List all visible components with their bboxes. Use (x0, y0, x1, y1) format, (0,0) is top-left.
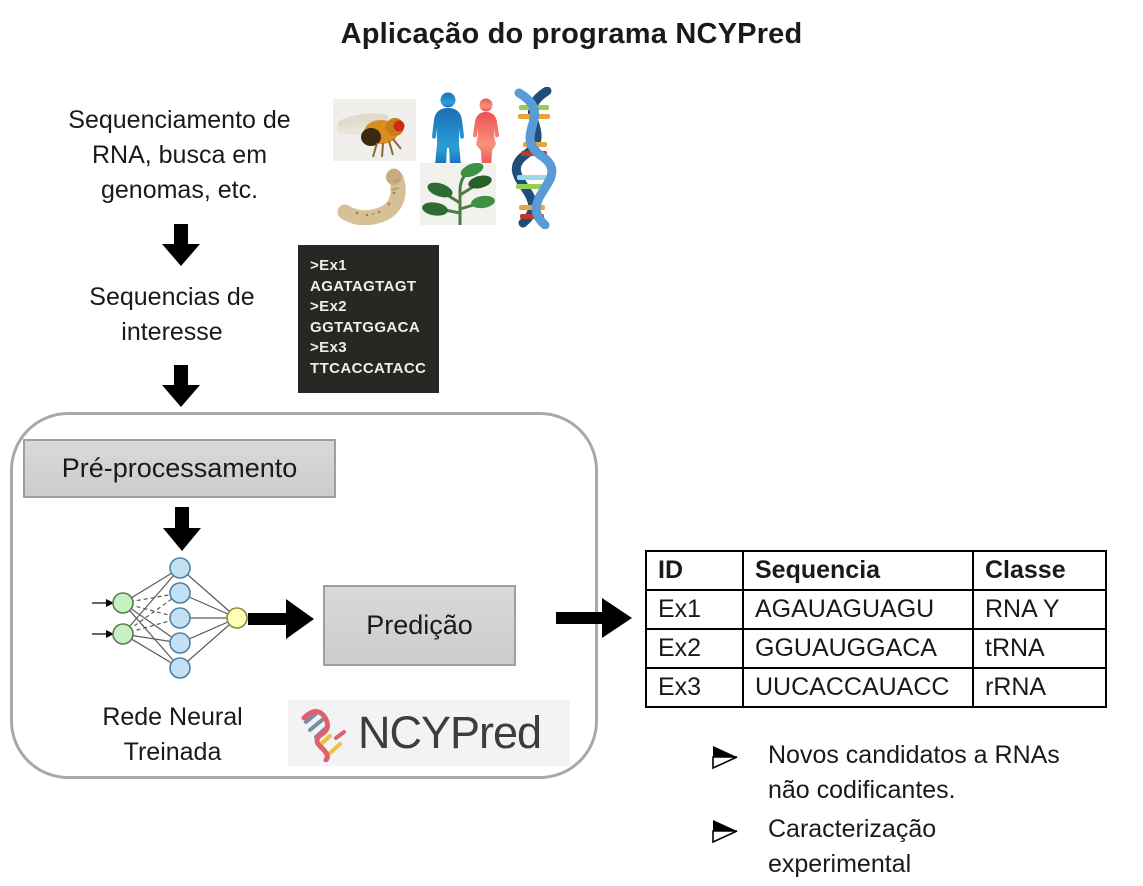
cell-id: Ex1 (645, 589, 744, 630)
cell-id: Ex3 (645, 667, 744, 708)
arrow-down-icon (162, 224, 200, 266)
cell-sequence: GGUAUGGACA (742, 628, 974, 669)
page-title: Aplicação do programa NCYPred (340, 18, 803, 50)
cell-class: RNA Y (972, 589, 1107, 630)
header-sequencia: Sequencia (742, 550, 974, 591)
interest-label: Sequencias de interesse (89, 283, 255, 346)
nn-label: Rede Neural Treinada (102, 703, 243, 766)
header-classe: Classe (972, 550, 1107, 591)
arrow-right-icon (248, 599, 314, 639)
pipeline-container (10, 412, 598, 779)
preprocess-box: Pré-processamento (23, 439, 336, 498)
cell-sequence: UUCACCAUACC (742, 667, 974, 708)
header-id: ID (645, 550, 744, 591)
sequencing-source-label: Sequenciamento de RNA, busca em genomas,… (68, 106, 291, 204)
arrow-down-icon (162, 365, 200, 407)
table-row: Ex1 AGAUAGUAGU RNA Y (645, 589, 1107, 630)
arrowhead-bullet-icon (712, 820, 738, 843)
prediction-label: Predição (366, 610, 473, 640)
fruit-fly-icon (333, 99, 416, 161)
cell-sequence: AGAUAGUAGU (742, 589, 974, 630)
table-header-row: ID Sequencia Classe (645, 550, 1107, 591)
bullet-list: Novos candidatos a RNAs não codificantes… (700, 738, 1100, 886)
ncypred-logo: NCYPred (288, 700, 570, 766)
preprocess-label: Pré-processamento (61, 453, 298, 483)
arrow-right-icon (556, 598, 632, 638)
dna-helix-icon (512, 87, 557, 229)
logo-text: NCYPred (358, 707, 542, 758)
bullet-text: Novos candidatos a RNAs não codificantes… (768, 741, 1060, 804)
larva-icon (337, 168, 406, 225)
rna-squiggle-icon (301, 709, 346, 762)
cell-class: rRNA (972, 667, 1107, 708)
prediction-box: Predição (323, 585, 516, 666)
bullet-item: Caracterização experimental (700, 812, 1100, 882)
human-silhouettes-icon (432, 92, 499, 166)
table-row: Ex3 UUCACCAUACC rRNA (645, 667, 1107, 708)
results-table: ID Sequencia Classe Ex1 AGAUAGUAGU RNA Y… (645, 550, 1107, 708)
arrowhead-bullet-icon (712, 746, 738, 769)
bullet-text: Caracterização experimental (768, 815, 937, 878)
bullet-item: Novos candidatos a RNAs não codificantes… (700, 738, 1100, 808)
plant-seedling-icon (420, 163, 496, 225)
cell-id: Ex2 (645, 628, 744, 669)
neural-network-diagram (92, 557, 248, 679)
arrow-down-icon (163, 507, 201, 551)
table-row: Ex2 GGUAUGGACA tRNA (645, 628, 1107, 669)
fasta-box: >Ex1 AGATAGTAGT >Ex2 GGTATGGACA >Ex3 TTC… (298, 245, 439, 393)
cell-class: tRNA (972, 628, 1107, 669)
